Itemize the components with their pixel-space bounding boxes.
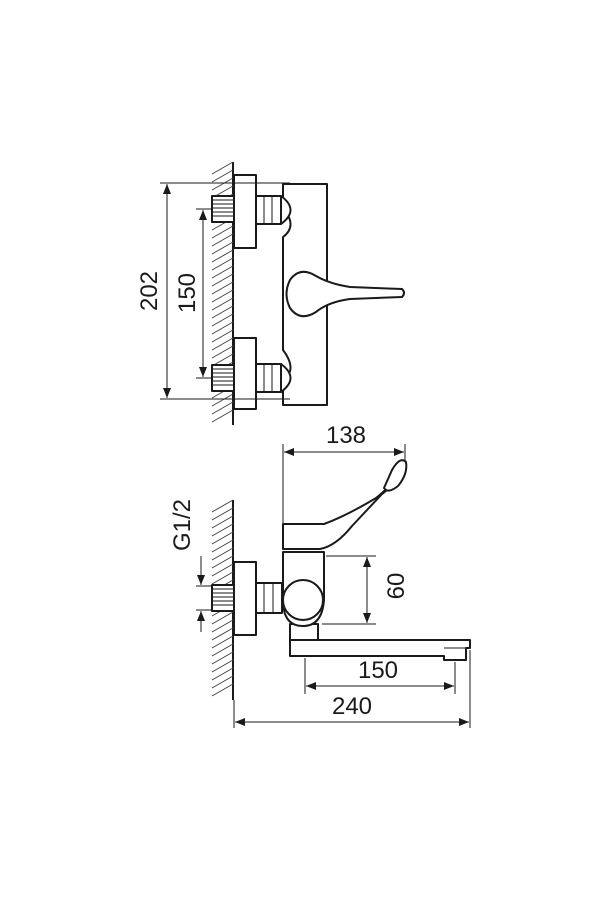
hatch-line xyxy=(211,177,234,191)
side-view: 138 G1/2 60 150 240 xyxy=(169,422,471,728)
hatch-line xyxy=(211,305,234,319)
lever-tip xyxy=(383,459,408,492)
hatch-line xyxy=(211,161,234,175)
hatch-line xyxy=(211,401,234,415)
dim-label-inlet-spacing: 150 xyxy=(174,273,201,313)
hatch-line xyxy=(211,393,234,407)
dimension-inlet-spacing: 150 xyxy=(174,208,212,379)
hatch-line xyxy=(211,321,234,335)
hatch-line xyxy=(211,539,234,553)
hatch-line xyxy=(211,289,234,303)
eccentric-side xyxy=(254,582,283,614)
hatch-line xyxy=(211,667,234,681)
hatch-line xyxy=(211,523,234,537)
hatch-line xyxy=(211,619,234,633)
lever-front xyxy=(285,270,405,318)
hatch-line xyxy=(211,265,234,279)
hatch-line xyxy=(211,345,234,359)
dimension-lever-reach: 138 xyxy=(282,422,406,526)
lever-side xyxy=(282,461,406,550)
hatch-line xyxy=(211,169,234,183)
hatch-line xyxy=(211,249,234,263)
hatch-line xyxy=(211,225,234,239)
dim-label-thread: G1/2 xyxy=(169,499,196,551)
hatch-line xyxy=(211,651,234,665)
hatch-line xyxy=(211,547,234,561)
hatch-line xyxy=(211,257,234,271)
hatch-line xyxy=(211,635,234,649)
hatch-line xyxy=(211,233,234,247)
hatch-line xyxy=(211,297,234,311)
dim-label-lever-reach: 138 xyxy=(326,422,366,449)
spout xyxy=(289,639,471,661)
hatch-line xyxy=(211,499,234,513)
inlet-thread-side xyxy=(211,584,235,612)
hatch-line xyxy=(211,611,234,625)
hatch-line xyxy=(211,313,234,327)
hatch-line xyxy=(211,515,234,529)
dim-label-total-length: 240 xyxy=(332,693,372,720)
flange-lower xyxy=(233,337,257,410)
dim-label-spout-reach: 150 xyxy=(358,657,398,684)
hatch-line xyxy=(211,507,234,521)
cartridge-circle xyxy=(282,579,324,621)
hatch-line xyxy=(211,659,234,673)
front-view: 202 150 xyxy=(136,161,405,425)
hatch-line xyxy=(211,531,234,545)
flange-side xyxy=(233,561,257,636)
hatch-line xyxy=(211,571,234,585)
hatch-line xyxy=(211,563,234,577)
hatch-line xyxy=(211,627,234,641)
dimension-spout-reach: 150 xyxy=(304,657,456,694)
dimension-body-height: 60 xyxy=(322,555,410,625)
dimension-thread: G1/2 xyxy=(169,499,212,632)
dimension-total-length: 240 xyxy=(233,650,471,728)
inlet-thread-lower xyxy=(211,364,235,392)
dimension-total-height: 202 xyxy=(136,182,290,400)
hatch-line xyxy=(211,555,234,569)
hatch-line xyxy=(211,683,234,697)
eccentric-upper xyxy=(254,195,292,225)
hatch-line xyxy=(211,409,234,423)
hatch-line xyxy=(211,643,234,657)
dim-label-body-height: 60 xyxy=(383,573,410,600)
hatch-line xyxy=(211,281,234,295)
hatch-line xyxy=(211,241,234,255)
flange-upper xyxy=(233,174,257,249)
hatch-line xyxy=(211,675,234,689)
hatch-line xyxy=(211,329,234,343)
hatch-line xyxy=(211,337,234,351)
eccentric-lower xyxy=(254,363,292,393)
dim-label-total-height: 202 xyxy=(136,271,163,311)
inlet-thread-upper xyxy=(211,195,235,223)
hatch-line xyxy=(211,273,234,287)
